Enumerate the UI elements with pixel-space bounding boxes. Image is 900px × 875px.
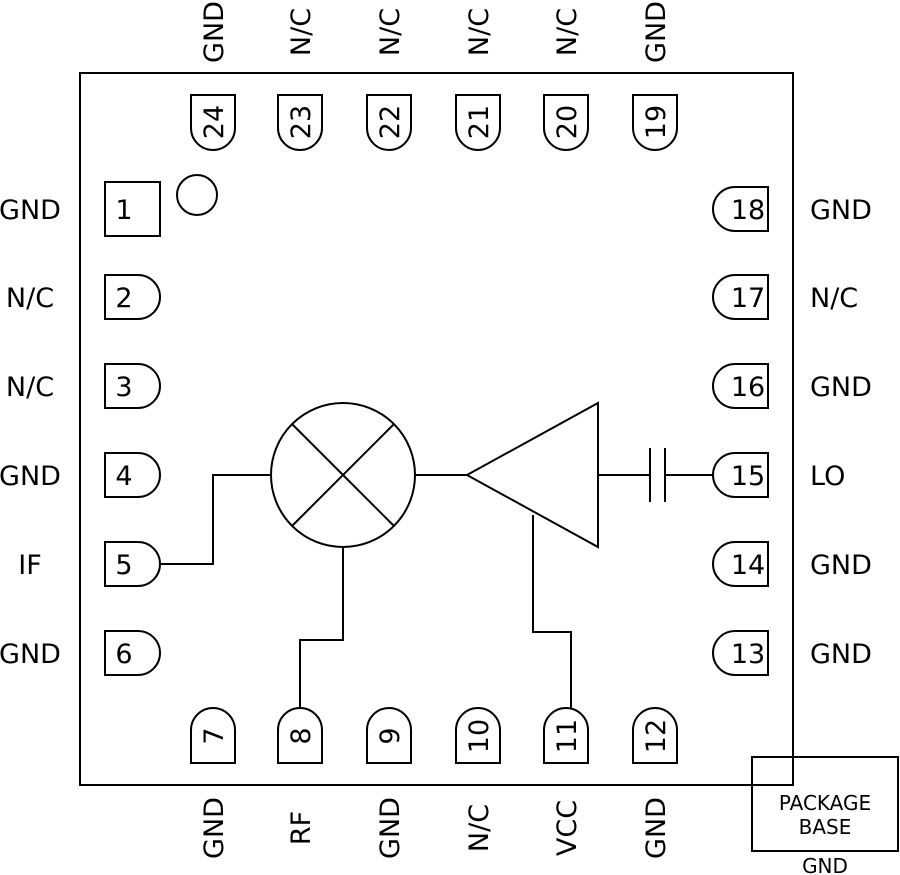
pin-number: 21 bbox=[464, 105, 495, 139]
pin1-indicator bbox=[176, 174, 218, 216]
pin-label: GND bbox=[810, 639, 872, 670]
pin-label: N/C bbox=[6, 372, 54, 403]
pin-20 bbox=[543, 94, 589, 151]
pin-number: 4 bbox=[115, 461, 132, 492]
pin-number: 22 bbox=[375, 105, 406, 139]
if-trace bbox=[160, 474, 271, 565]
package-base-label: GND bbox=[802, 854, 848, 875]
pin-label: GND bbox=[641, 1, 672, 63]
pin-label: N/C bbox=[810, 283, 858, 314]
pin-number: 23 bbox=[286, 105, 317, 139]
pin-4 bbox=[104, 452, 161, 498]
pin-label: GND bbox=[810, 550, 872, 581]
pin-number: 24 bbox=[199, 105, 230, 139]
pin-17 bbox=[712, 274, 769, 320]
pin-label: GND bbox=[641, 797, 672, 859]
pin-22 bbox=[366, 94, 412, 151]
rf-trace bbox=[299, 547, 344, 708]
pin-number: 10 bbox=[464, 719, 495, 753]
pin-number: 9 bbox=[375, 727, 406, 744]
pin-12 bbox=[632, 707, 678, 764]
pin-label: GND bbox=[810, 195, 872, 226]
package-base-line1: PACKAGE bbox=[779, 791, 871, 815]
pin-label: N/C bbox=[464, 804, 495, 852]
pin-label: RF bbox=[286, 811, 317, 845]
pin-2 bbox=[104, 274, 161, 320]
pin-label: N/C bbox=[552, 8, 583, 56]
pin-7 bbox=[190, 707, 236, 764]
pin-label: VCC bbox=[552, 800, 583, 856]
pin-19 bbox=[632, 94, 678, 151]
pin-24 bbox=[190, 94, 236, 151]
pin-number: 17 bbox=[731, 283, 765, 314]
pin-9 bbox=[366, 707, 412, 764]
pin-1 bbox=[104, 181, 161, 237]
pin-label: N/C bbox=[286, 8, 317, 56]
pin-18 bbox=[712, 186, 769, 232]
pin-13 bbox=[712, 630, 769, 676]
pin-label: N/C bbox=[6, 283, 54, 314]
pin-14 bbox=[712, 541, 769, 587]
pin-label: GND bbox=[0, 461, 61, 492]
package-base-line2: BASE bbox=[799, 815, 852, 839]
pins: 24GND23N/C22N/C21N/C20N/C19GND7GND8RF9GN… bbox=[0, 1, 872, 859]
pin-number: 1 bbox=[115, 195, 132, 226]
pin-21 bbox=[455, 94, 501, 151]
pin-10 bbox=[455, 707, 501, 764]
pin-number: 3 bbox=[115, 372, 132, 403]
package-base-box bbox=[751, 756, 899, 852]
pin-8 bbox=[277, 707, 323, 764]
pin-label: GND bbox=[199, 1, 230, 63]
pin-label: GND bbox=[810, 372, 872, 403]
pin-number: 18 bbox=[731, 195, 765, 226]
pin-label: LO bbox=[810, 461, 845, 492]
capacitor-symbol bbox=[649, 448, 666, 502]
pin-number: 5 bbox=[115, 550, 132, 581]
pin-5 bbox=[104, 541, 161, 587]
pin-23 bbox=[277, 94, 323, 151]
pin-label: IF bbox=[18, 550, 42, 581]
pin-number: 14 bbox=[731, 550, 765, 581]
pin-number: 6 bbox=[115, 639, 132, 670]
pin-number: 2 bbox=[115, 283, 132, 314]
pin-label: GND bbox=[199, 797, 230, 859]
pin-number: 8 bbox=[286, 727, 317, 744]
pin-number: 15 bbox=[731, 461, 765, 492]
pin-number: 19 bbox=[641, 105, 672, 139]
pin-label: GND bbox=[0, 639, 61, 670]
pin-label: GND bbox=[375, 797, 406, 859]
mixer-symbol bbox=[270, 402, 416, 548]
pin-number: 12 bbox=[641, 719, 672, 753]
pin-label: GND bbox=[0, 195, 61, 226]
pin-15 bbox=[712, 452, 769, 498]
pin-number: 20 bbox=[552, 105, 583, 139]
pin-label: N/C bbox=[464, 8, 495, 56]
pin-11 bbox=[543, 707, 589, 764]
pin-16 bbox=[712, 363, 769, 409]
pin-3 bbox=[104, 363, 161, 409]
pin-number: 16 bbox=[731, 372, 765, 403]
pin-number: 11 bbox=[552, 719, 583, 753]
vcc-trace bbox=[532, 515, 572, 708]
pin-number: 13 bbox=[731, 639, 765, 670]
pin-number: 7 bbox=[199, 727, 230, 744]
pin-label: N/C bbox=[375, 8, 406, 56]
pin-6 bbox=[104, 630, 161, 676]
package-outline bbox=[79, 72, 794, 786]
